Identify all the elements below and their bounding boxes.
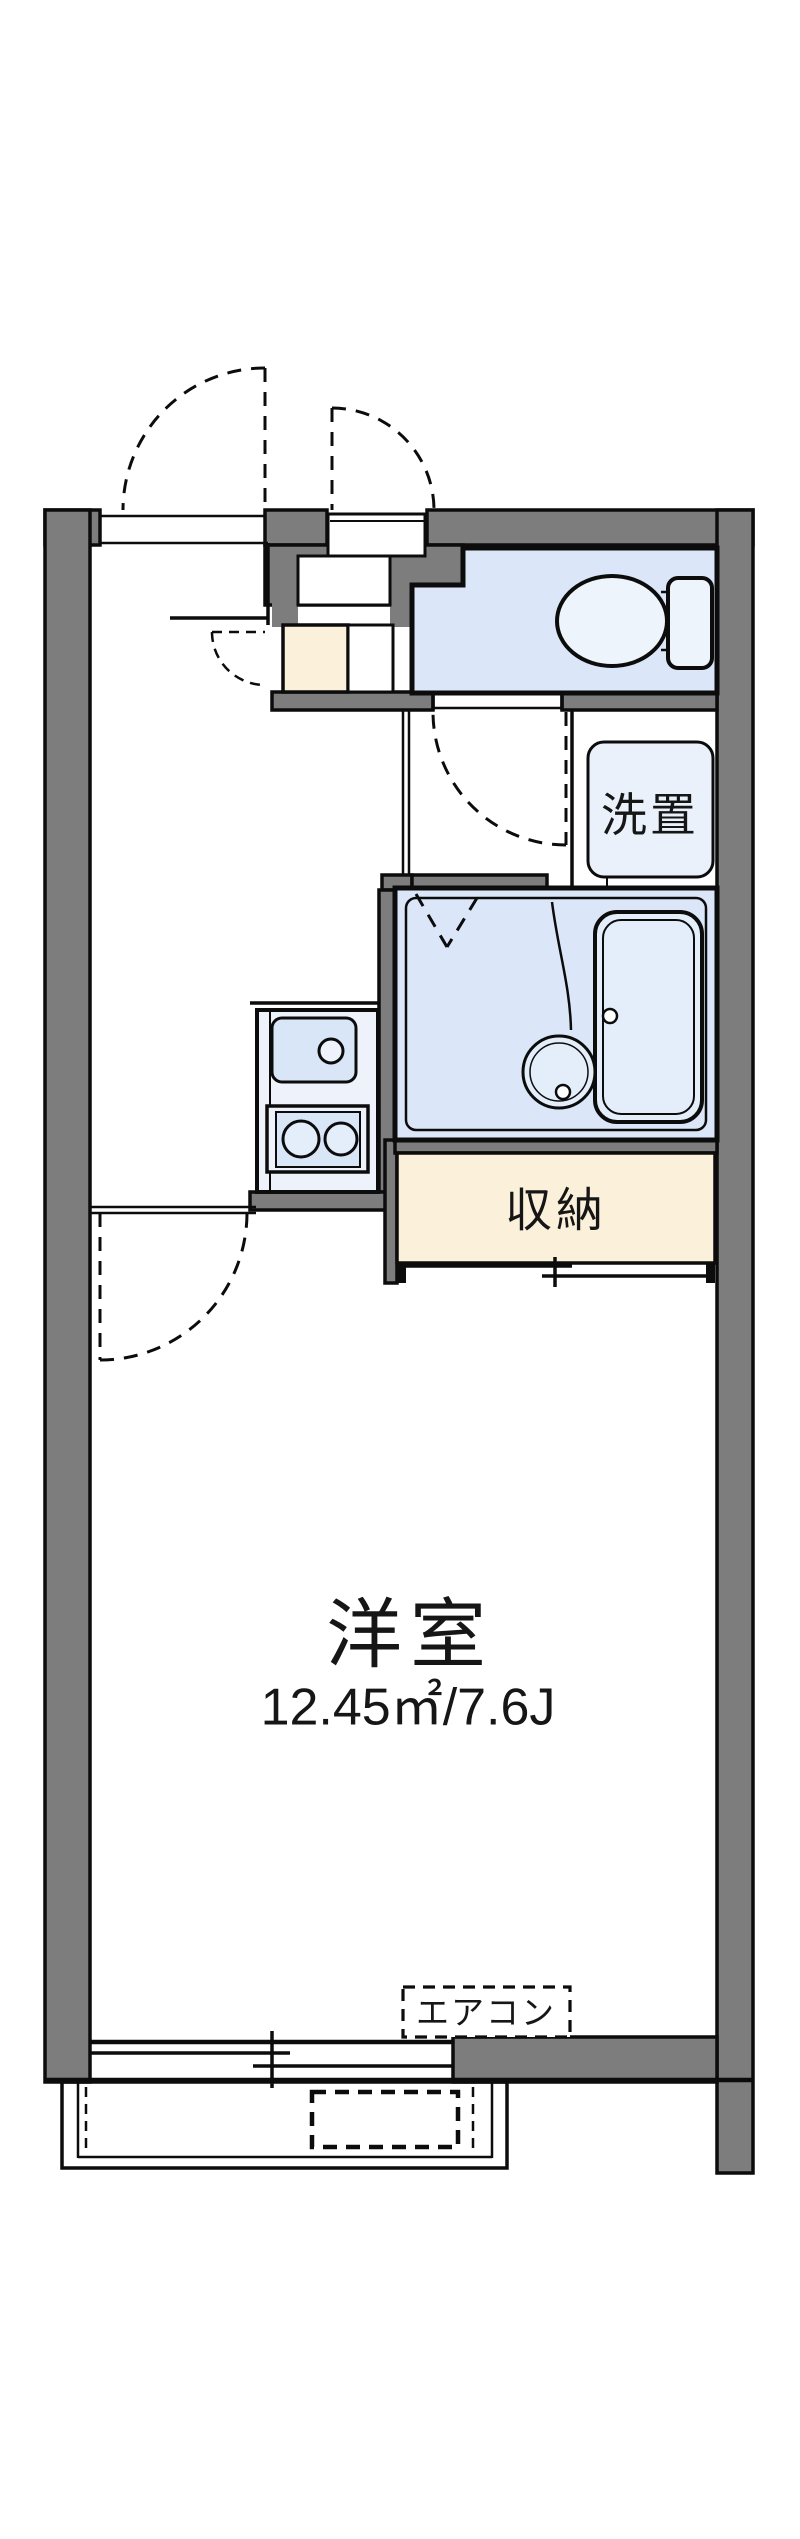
storage-label: 収納 (505, 1183, 607, 1237)
shower-spray-icon (414, 893, 479, 948)
wall-stub-right (390, 600, 412, 627)
washer-label: 洗置 (601, 789, 699, 841)
room-size-label: 12.45㎡/7.6J (260, 1678, 556, 1737)
room-boundary (90, 1205, 256, 1362)
storage-sliding-door (397, 1257, 715, 1287)
right-wall (715, 508, 755, 2175)
wall-stub-left (272, 600, 298, 627)
main-room-label: 洋室 (326, 1593, 494, 1678)
bathroom (392, 885, 720, 1143)
balcony (60, 2080, 509, 2170)
bottom-wall-block (451, 2035, 719, 2084)
aircon-area (401, 1985, 572, 2039)
shoe-cabinet-counter (346, 623, 395, 694)
top-wall-mid (263, 508, 329, 547)
corridor-laundry (401, 710, 715, 890)
left-wall (43, 508, 92, 2084)
gas-stove-icon (265, 1104, 370, 1174)
kitchen-unit (250, 1001, 380, 1194)
storage-area (395, 1151, 717, 1287)
aircon-box (401, 1985, 572, 2039)
outside-closet-lower (296, 554, 392, 607)
entry-door-swing (121, 366, 267, 511)
top-wall-right (425, 508, 755, 547)
entry-area (100, 366, 436, 694)
toilet-door-swing (431, 711, 568, 847)
aircon-label: エアコン (416, 1994, 556, 2031)
balcony-rail (60, 2080, 509, 2170)
balcony-sliding-window (45, 2031, 753, 2088)
shoe-cabinet (281, 623, 350, 694)
bathtub-icon (593, 910, 704, 1124)
outside-closet-door-swing (330, 406, 436, 511)
outdoor-unit-space (309, 2089, 461, 2150)
cabinet-door-swing (210, 630, 266, 687)
toilet-icon (555, 574, 714, 670)
hall-wall-band (270, 690, 435, 712)
wash-basin-icon (521, 1034, 597, 1110)
toilet-room (409, 545, 720, 847)
room-door-swing (98, 1212, 249, 1362)
washing-machine-icon (586, 740, 715, 879)
storage-left-wall (383, 1138, 399, 1285)
kitchen-sink-icon (270, 1016, 358, 1084)
bath-divider-line (550, 901, 573, 1031)
bathroom-inner-line (404, 896, 708, 1132)
